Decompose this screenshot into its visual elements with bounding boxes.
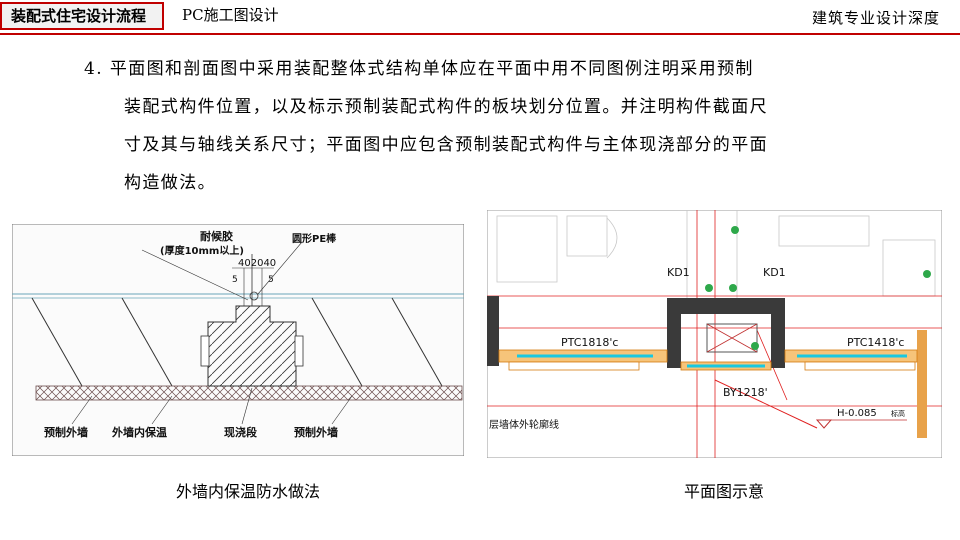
label-sealant-note: (厚度10mm以上)	[160, 244, 244, 257]
label-insulation: 外墙内保温	[111, 425, 167, 439]
label-pe-rod: 圆形PE棒	[292, 232, 337, 245]
section-tag: 装配式住宅设计流程	[0, 2, 164, 30]
body-line-2: 装配式构件位置，以及标示预制装配式构件的板块划分位置。并注明构件截面尺	[124, 97, 768, 117]
label-precast-right: 预制外墙	[294, 425, 338, 439]
label-level: H-0.085	[837, 408, 877, 419]
label-dim-a: 5	[232, 275, 238, 285]
label-by: BY1218'	[723, 386, 768, 399]
label-precast-left: 预制外墙	[44, 425, 88, 439]
figure1-caption: 外墙内保温防水做法	[176, 482, 321, 501]
body-line-3: 寸及其与轴线关系尺寸；平面图中应包含预制装配式构件与主体现浇部分的平面	[124, 135, 768, 155]
label-cast-in-place: 现浇段	[224, 425, 257, 439]
label-kd-right: KD1	[763, 266, 786, 279]
wall-waterproof-detail-drawing: 耐候胶 (厚度10mm以上) 圆形PE棒 402040 5 5 预制外墙 外墙内…	[12, 224, 464, 456]
figure2-caption: 平面图示意	[684, 482, 765, 501]
label-sealant: 耐候胶	[200, 229, 233, 243]
slide-header: 装配式住宅设计流程 PC施工图设计 建筑专业设计深度	[0, 0, 960, 35]
label-ptc-left: PTC1818'c	[561, 336, 618, 349]
label-dim-b: 5	[268, 275, 274, 285]
label-outline: 层墙体外轮廓线	[489, 418, 559, 431]
plan-view-drawing: KD1 KD1 PTC1818'c PTC1418'c BY1218' H-0.…	[487, 210, 942, 458]
section-subtitle: PC施工图设计	[182, 6, 279, 24]
label-dims: 402040	[238, 258, 276, 269]
header-rule	[0, 33, 960, 35]
body-line-1: 4. 平面图和剖面图中采用装配整体式结构单体应在平面中用不同图例注明采用预制	[84, 59, 754, 79]
label-ptc-right: PTC1418'c	[847, 336, 904, 349]
label-level-suffix: 标高	[891, 409, 905, 418]
page-title: 建筑专业设计深度	[811, 9, 940, 27]
body-line-4: 构造做法。	[124, 173, 216, 193]
label-kd-left: KD1	[667, 266, 690, 279]
